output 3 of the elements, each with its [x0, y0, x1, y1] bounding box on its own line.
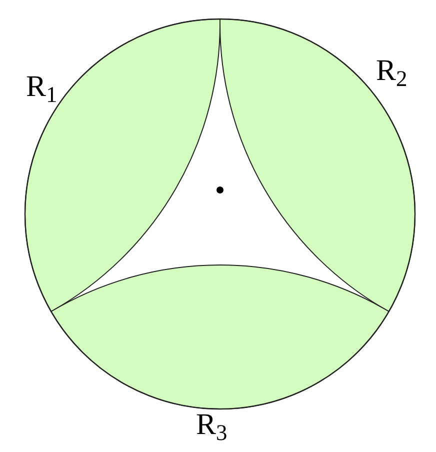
region-label: R$_{1}$ [26, 72, 58, 102]
region-label: R$_{2}$ [376, 56, 408, 86]
region-label: R$_{3}$ [196, 410, 228, 440]
